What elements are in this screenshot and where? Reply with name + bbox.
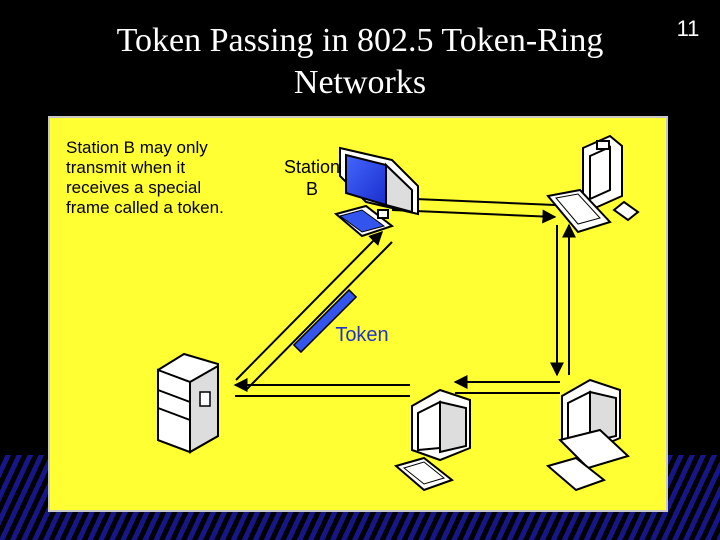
caption-line1: Station B may only — [66, 138, 208, 157]
caption-line2: transmit when it — [66, 158, 186, 177]
workstation-bottom-right-icon — [545, 378, 630, 492]
page-number: 11 — [676, 16, 700, 41]
station-b-label-line1: Station — [283, 157, 341, 177]
link-server-to-b — [235, 231, 383, 381]
token-frame — [292, 288, 358, 354]
link-b-to-top-right-return — [391, 209, 557, 224]
ring-links — [233, 191, 576, 397]
caption-text: Station B may only transmit when it rece… — [66, 138, 266, 218]
caption-line3: receives a special — [66, 178, 202, 197]
link-b-to-top-right — [390, 191, 556, 206]
token-label: Token — [335, 324, 389, 346]
workstation-b-icon — [333, 146, 419, 238]
caption-line4: frame called a token. — [66, 198, 224, 217]
link-server-to-b-return — [245, 241, 393, 391]
workstation-bottom-middle-icon — [393, 388, 471, 492]
station-b-label-line2: B — [305, 179, 318, 199]
server-tower-icon — [157, 352, 219, 454]
slide-title-line1: Token Passing in 802.5 Token-Ring — [116, 22, 604, 59]
station-b-label: Station B — [276, 156, 348, 200]
workstation-top-right-icon — [546, 134, 640, 234]
slide-title-line2: Networks — [293, 64, 427, 101]
slide-title: Token Passing in 802.5 Token-Ring Networ… — [70, 20, 650, 104]
